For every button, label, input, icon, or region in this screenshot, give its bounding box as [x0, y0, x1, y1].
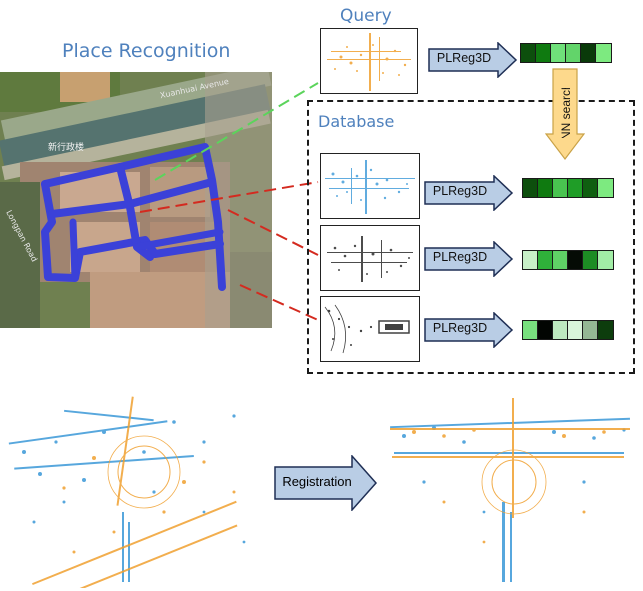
feature-cell — [583, 179, 598, 197]
db1-plreg3d-label: PLReg3D — [432, 184, 488, 198]
feature-cell — [598, 179, 613, 197]
db3-link-line — [239, 284, 319, 321]
nn-search-label: NN search — [559, 88, 573, 138]
query-plreg3d-arrow: PLReg3D — [428, 42, 518, 78]
feature-cell — [581, 44, 596, 62]
aerial-map-image: Xuanhuai Avenue 新行政楼 Longpan Road — [0, 72, 272, 328]
feature-cell — [566, 44, 581, 62]
feature-cell — [596, 44, 611, 62]
aerial-map: Xuanhuai Avenue 新行政楼 Longpan Road — [0, 72, 272, 328]
db-scan-1-points — [325, 160, 415, 214]
db-scan-1-image — [320, 153, 420, 219]
db2-link-line — [227, 209, 319, 256]
registration-arrow: Registration — [274, 454, 378, 512]
query-feature-vector — [520, 43, 612, 63]
query-scan-image — [320, 28, 418, 94]
nn-search-arrow: NN search — [544, 68, 586, 160]
db2-plreg3d-arrow: PLReg3D — [424, 241, 514, 277]
database-box — [307, 100, 635, 374]
feature-cell — [536, 44, 551, 62]
feature-cell — [568, 179, 583, 197]
database-title: Database — [318, 112, 395, 131]
db3-plreg3d-label: PLReg3D — [432, 321, 488, 335]
feature-cell — [583, 251, 598, 269]
feature-cell — [598, 321, 613, 339]
registered-point-cloud — [390, 398, 630, 582]
query-plreg3d-label: PLReg3D — [436, 51, 492, 65]
feature-cell — [523, 179, 538, 197]
db1-plreg3d-arrow: PLReg3D — [424, 175, 514, 211]
db1-link-line — [139, 181, 319, 213]
feature-cell — [521, 44, 536, 62]
db3-feature-vector — [522, 320, 614, 340]
feature-cell — [551, 44, 566, 62]
unregistered-point-cloud — [8, 396, 246, 588]
db2-feature-vector — [522, 250, 614, 270]
db1-arrow-shape — [424, 175, 514, 211]
feature-cell — [598, 251, 613, 269]
db-scan-3-image — [320, 296, 420, 362]
feature-cell — [568, 321, 583, 339]
db-scan-3-points — [324, 304, 410, 354]
db2-plreg3d-label: PLReg3D — [432, 250, 488, 264]
feature-cell — [553, 251, 568, 269]
query-scan-points — [327, 33, 411, 91]
map-building-label: 新行政楼 — [48, 141, 84, 153]
feature-cell — [553, 179, 568, 197]
db3-plreg3d-arrow: PLReg3D — [424, 312, 514, 348]
query-link-line — [154, 82, 319, 181]
query-arrow-shape — [428, 42, 518, 78]
place-recognition-title: Place Recognition — [62, 40, 231, 62]
db3-arrow-shape — [424, 312, 514, 348]
feature-cell — [583, 321, 598, 339]
db2-arrow-shape — [424, 241, 514, 277]
feature-cell — [568, 251, 583, 269]
feature-cell — [553, 321, 568, 339]
registration-arrow-shape — [274, 454, 378, 512]
feature-cell — [538, 179, 553, 197]
query-title: Query — [340, 6, 392, 26]
db1-feature-vector — [522, 178, 614, 198]
db-scan-2-points — [327, 236, 413, 282]
svg-text:NN search: NN search — [559, 88, 573, 138]
feature-cell — [523, 251, 538, 269]
feature-cell — [538, 321, 553, 339]
feature-cell — [523, 321, 538, 339]
feature-cell — [538, 251, 553, 269]
registration-label: Registration — [282, 474, 352, 489]
nn-arrow-shape — [544, 68, 586, 160]
db-scan-2-image — [320, 225, 420, 291]
